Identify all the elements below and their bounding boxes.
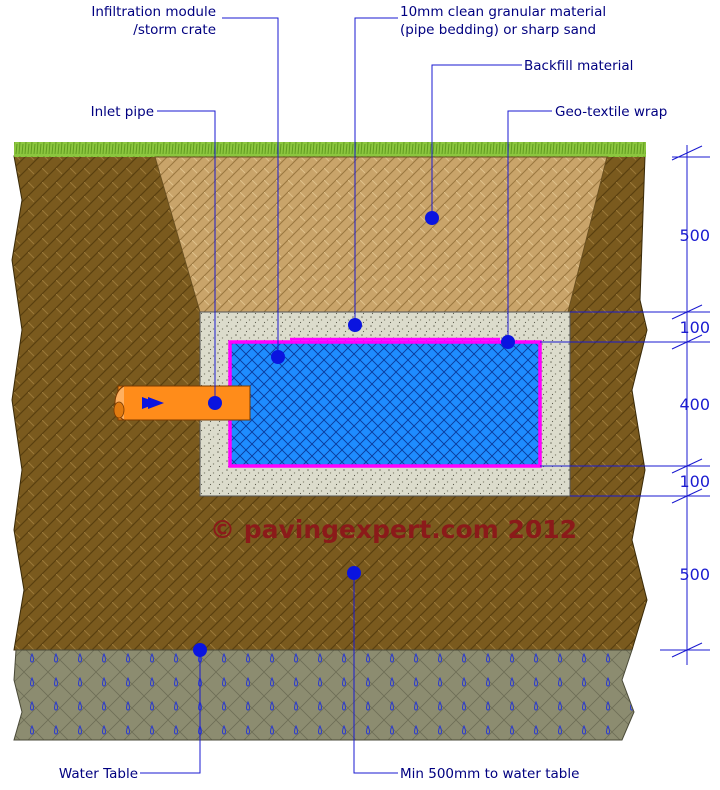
- leader-dot-backfill: [425, 211, 439, 225]
- label-min-distance: Min 500mm to water table: [400, 766, 579, 782]
- label-infiltration-module-2: /storm crate: [133, 22, 216, 38]
- leader-dot-geotextile: [501, 335, 515, 349]
- label-pipe-bedding-2: (pipe bedding) or sharp sand: [400, 22, 596, 38]
- inlet-pipe: [113, 385, 251, 421]
- label-inlet-pipe: Inlet pipe: [91, 104, 154, 120]
- water-table-layer: [13, 649, 635, 741]
- dim-bottom-bedding: 100: [679, 472, 710, 491]
- label-geotextile: Geo-textile wrap: [555, 104, 667, 120]
- label-pipe-bedding-1: 10mm clean granular material: [400, 4, 606, 20]
- leader-dot-infiltration-module: [271, 350, 285, 364]
- backfill-zone: [154, 156, 608, 313]
- flow-arrow-icon: [142, 397, 164, 409]
- leader-dot-inlet-pipe: [208, 396, 222, 410]
- leader-dot-pipe-bedding: [348, 318, 362, 332]
- dim-backfill-depth: 500: [679, 226, 710, 245]
- label-water-table: Water Table: [59, 766, 138, 782]
- dim-crate-depth: 400: [679, 395, 710, 414]
- label-backfill: Backfill material: [524, 58, 633, 74]
- label-infiltration-module-1: Infiltration module: [91, 4, 216, 20]
- leader-lines: [140, 17, 552, 774]
- dim-top-bedding: 100: [679, 318, 710, 337]
- dimension-line: [540, 145, 710, 665]
- grass-strip: [14, 142, 646, 157]
- dim-water-table-clearance: 500: [679, 565, 710, 584]
- leader-dot-min-distance: [347, 566, 361, 580]
- leader-dot-water-table: [193, 643, 207, 657]
- watermark: © pavingexpert.com 2012: [210, 515, 577, 544]
